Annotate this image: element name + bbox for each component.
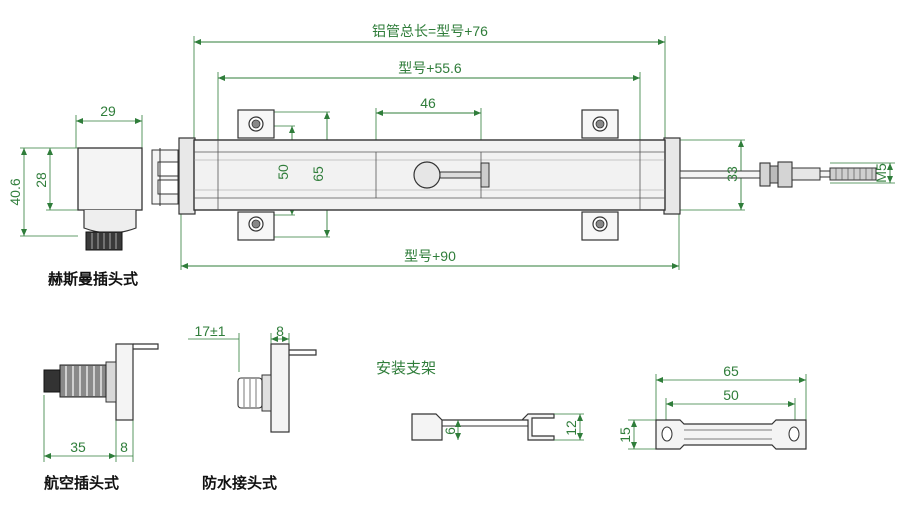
dim-17-plus-minus-1: 17±1	[194, 323, 225, 339]
dim-12-vertical: 12	[563, 420, 579, 436]
bracket-side-view: 安装支架 6 12	[376, 359, 584, 441]
upper-clamp-left	[237, 109, 275, 139]
left-connector-stub	[151, 148, 179, 206]
label-hirschmann-plug: 赫斯曼插头式	[48, 270, 138, 288]
hirschmann-body	[77, 147, 143, 211]
dim-65-vertical: 65	[310, 166, 326, 182]
dim-6-vertical: 6	[442, 427, 458, 435]
waterproof-flange	[270, 343, 290, 433]
label-waterproof-plug: 防水接头式	[202, 474, 277, 492]
dim-50-bracket: 50	[723, 387, 739, 403]
dim-33-vertical: 33	[724, 166, 740, 182]
aviation-flange	[115, 343, 134, 421]
lower-clamp-right	[581, 211, 619, 241]
dim-65-bracket: 65	[723, 363, 739, 379]
dim-8-aviation: 8	[120, 439, 128, 455]
hirschmann-neck	[83, 210, 137, 234]
dim-50-vertical: 50	[275, 164, 291, 180]
dim-35: 35	[70, 439, 86, 455]
dim-46: 46	[420, 95, 436, 111]
dim-8-waterproof: 8	[276, 323, 284, 339]
label-mounting-bracket: 安装支架	[376, 359, 436, 377]
aviation-connector-view: 35 8 航空插头式	[43, 343, 159, 492]
bracket-top-view: 65 50 15	[617, 363, 807, 450]
left-end-cap	[178, 137, 196, 215]
bracket-hole-left	[661, 426, 673, 442]
slider-block	[413, 161, 490, 189]
right-end-cap	[663, 137, 681, 215]
dim-model-plus-90: 型号+90	[404, 248, 456, 264]
aviation-plug-body	[59, 364, 107, 398]
lower-clamp-left	[237, 211, 275, 241]
upper-clamp-right	[581, 109, 619, 139]
pull-rod	[679, 161, 877, 188]
main-view: 铝管总长=型号+76 型号+55.6 46 型号+90 50 65 33 M5	[151, 23, 895, 270]
dim-model-plus-55-6: 型号+55.6	[398, 60, 462, 76]
dim-40-6-vertical: 40.6	[7, 178, 23, 205]
dim-m5-vertical: M5	[873, 163, 889, 183]
dim-15-vertical: 15	[617, 427, 633, 443]
dim-28-vertical: 28	[33, 172, 49, 188]
dim-29: 29	[100, 103, 116, 119]
hirschmann-connector-view: 29 40.6 28 赫斯曼插头式	[7, 103, 143, 288]
waterproof-connector-view: 17±1 8 防水接头式	[188, 323, 317, 492]
dim-total-tube-length: 铝管总长=型号+76	[372, 23, 488, 39]
label-aviation-plug: 航空插头式	[44, 474, 119, 492]
bracket-hole-right	[788, 426, 800, 442]
